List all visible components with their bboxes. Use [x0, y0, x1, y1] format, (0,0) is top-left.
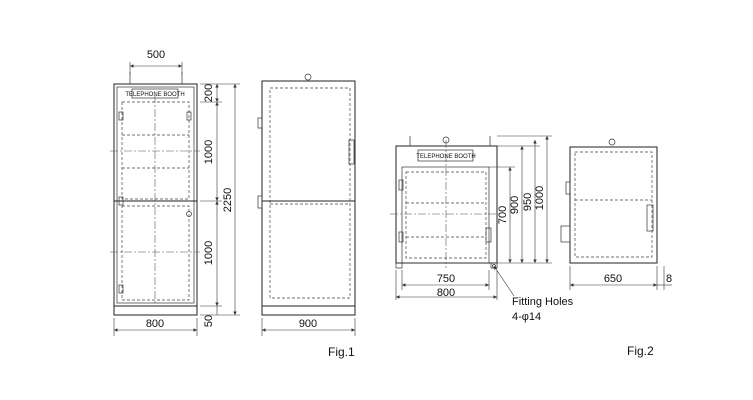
vent-cap-icon: [304, 73, 312, 81]
fig2-outline: [395, 145, 498, 264]
fig2-sign-text: TELEPHONE BOOTH: [416, 154, 475, 160]
fig1-side-view: 900: [257, 73, 356, 336]
dim-side8: 8: [666, 273, 672, 285]
dim-h900: 900: [509, 196, 521, 214]
side-outline: [261, 80, 356, 307]
door-panel: [348, 139, 355, 165]
lock-icon: [186, 211, 192, 217]
front-sign-text: TELEPHONE BOOTH: [125, 92, 184, 98]
front-sign-frame: [131, 88, 179, 99]
front-base: [113, 305, 198, 316]
dim-h950: 950: [522, 193, 534, 211]
fig2-front-view: TELEPHONE BOOTH 750 800 700 900 950 1000…: [390, 135, 574, 323]
hinge-icon: [118, 196, 124, 206]
dim-h-lower: 1000: [203, 241, 215, 265]
fig2-sign-frame: [417, 149, 474, 162]
hinge-icon: [118, 111, 124, 121]
latch-icon: [560, 225, 571, 243]
fig2-caption: Fig.2: [627, 344, 654, 358]
hinge-icon: [398, 179, 404, 191]
hinge-icon: [186, 111, 192, 121]
fig2-door-frame: [401, 166, 490, 264]
handle-icon: [257, 195, 263, 209]
front-inner-frame: [116, 86, 195, 304]
dim-top-width: 500: [147, 49, 165, 61]
dim-side650: 650: [604, 273, 622, 285]
fitting-holes-label: Fitting Holes: [512, 296, 574, 308]
side-window: [269, 87, 351, 299]
fig2-side-outline: [569, 146, 658, 264]
dim-w800: 800: [437, 287, 455, 299]
vent-cap-icon: [608, 138, 616, 146]
hinge-icon: [398, 231, 404, 243]
fig2-side-view: 650 8: [560, 138, 672, 290]
door-panel: [646, 204, 654, 232]
dim-h700: 700: [497, 206, 509, 224]
dim-w750: 750: [437, 273, 455, 285]
handle-icon: [257, 117, 263, 129]
front-lower-window: [121, 205, 190, 301]
dim-h-upper: 1000: [203, 140, 215, 164]
fig2-side-window: [574, 151, 653, 258]
dim-h-total: 2250: [222, 188, 234, 212]
fitting-holes-spec: 4-φ14: [512, 311, 541, 323]
front-upper-window: [121, 101, 190, 200]
dim-h-base: 50: [203, 315, 215, 327]
fig1-caption: Fig.1: [328, 345, 355, 359]
dim-front-width: 800: [146, 318, 164, 330]
dim-h1000: 1000: [534, 186, 546, 210]
latch-icon: [485, 227, 492, 243]
dim-h-top: 200: [203, 84, 215, 102]
dim-side-width: 900: [299, 318, 317, 330]
side-base: [261, 305, 356, 316]
handle-icon: [565, 181, 571, 195]
vent-cap-icon: [442, 136, 450, 144]
fig1-front-view: TELEPHONE BOOTH 500 800 200 1000 2250 10…: [110, 49, 240, 336]
front-outline: [113, 83, 198, 307]
hinge-icon: [118, 284, 124, 294]
